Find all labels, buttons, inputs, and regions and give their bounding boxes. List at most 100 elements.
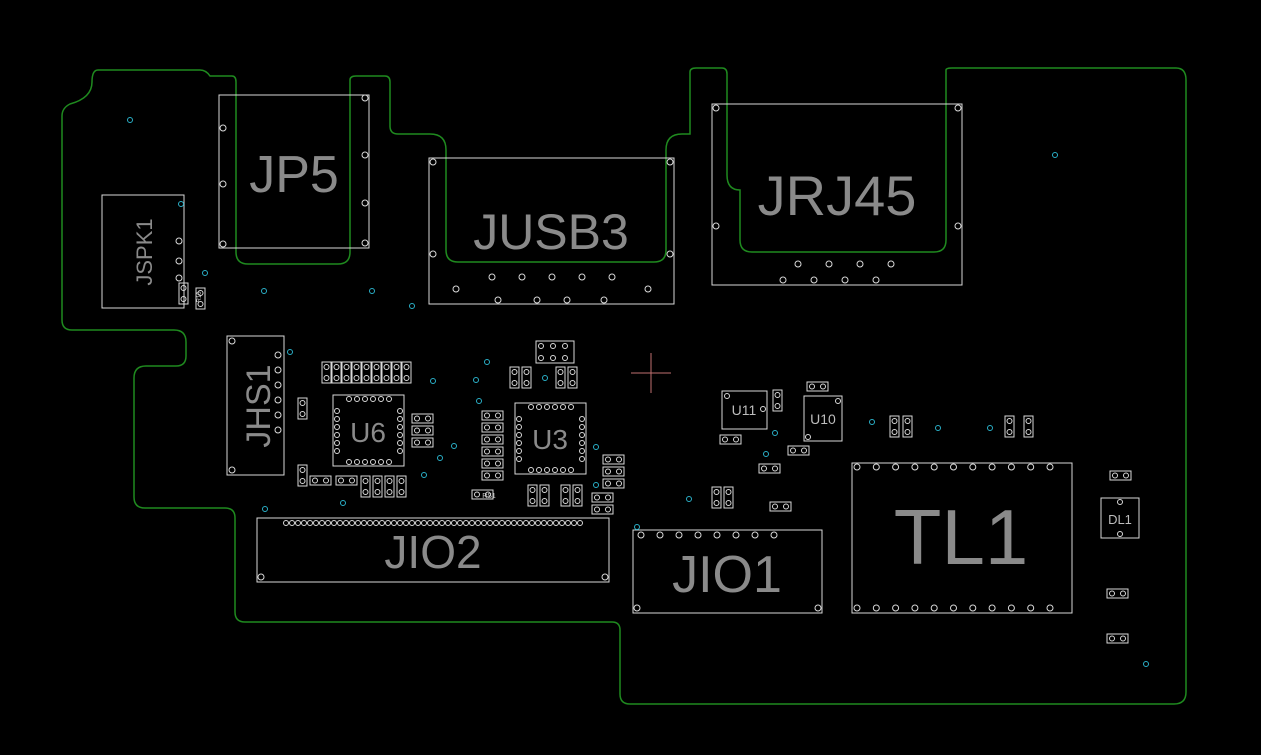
pad <box>334 416 340 422</box>
pad <box>354 396 360 402</box>
resistor-pad <box>1025 429 1032 435</box>
pad <box>307 520 313 526</box>
resistor-pad <box>594 506 600 513</box>
pad <box>403 520 409 526</box>
via <box>484 359 490 365</box>
pad <box>579 440 585 446</box>
resistor-pad <box>541 487 548 493</box>
pad <box>579 416 585 422</box>
resistor-pad <box>569 380 576 386</box>
resistor-pad <box>616 468 622 475</box>
resistor-pad <box>774 403 781 409</box>
pad <box>559 520 565 526</box>
resistor <box>471 489 494 500</box>
resistor-pad <box>425 439 431 446</box>
resistor <box>481 458 504 469</box>
pad <box>487 520 493 526</box>
resistor-pad <box>362 478 369 484</box>
pad <box>911 463 919 471</box>
resistor-pad <box>562 498 569 504</box>
pad <box>493 520 499 526</box>
pad-hole <box>452 285 460 293</box>
resistor-pad <box>343 364 350 370</box>
via <box>202 270 208 276</box>
resistor-pad <box>474 491 480 498</box>
pad <box>675 531 683 539</box>
pad-hole <box>175 257 183 265</box>
pad <box>331 520 337 526</box>
pad <box>516 424 522 430</box>
mounting-holes <box>175 94 1123 612</box>
pad <box>516 456 522 462</box>
via <box>127 117 133 123</box>
pad <box>355 520 361 526</box>
resistor <box>1106 633 1129 644</box>
pad <box>362 459 368 465</box>
resistor-pad <box>511 380 518 386</box>
resistor <box>769 501 792 512</box>
pad <box>397 416 403 422</box>
resistor-pad <box>725 489 732 495</box>
pad <box>562 343 568 349</box>
pad-hole <box>518 273 526 281</box>
pad <box>732 531 740 539</box>
resistor-pad <box>574 498 581 504</box>
pad <box>386 459 392 465</box>
via <box>763 451 769 457</box>
resistor-pad <box>338 477 344 484</box>
resistor-pad <box>605 468 611 475</box>
pad <box>445 520 451 526</box>
pad <box>579 424 585 430</box>
pad <box>568 467 574 473</box>
resistor-pad <box>484 472 490 479</box>
resistor <box>372 475 383 498</box>
resistor-pad <box>557 369 564 375</box>
resistor-pad <box>1120 590 1126 597</box>
pad <box>463 520 469 526</box>
pad <box>469 520 475 526</box>
resistor-pad <box>386 478 393 484</box>
resistor-pad <box>904 418 911 424</box>
resistor <box>567 366 578 389</box>
pad <box>560 404 566 410</box>
resistor-pad <box>820 383 826 390</box>
jhs1-outline <box>226 335 285 476</box>
resistor-pad <box>523 369 530 375</box>
pad <box>313 520 319 526</box>
resistor-pad <box>353 364 360 370</box>
resistor <box>539 484 550 507</box>
resistor-pad <box>605 456 611 463</box>
pad <box>337 520 343 526</box>
jspk1-outline <box>101 194 185 309</box>
resistor-pad <box>605 480 611 487</box>
label-u6: U6 <box>350 417 386 448</box>
pad <box>523 520 529 526</box>
resistor <box>591 492 614 503</box>
pad <box>835 398 841 404</box>
pad <box>451 520 457 526</box>
pad <box>988 604 996 612</box>
pad <box>550 355 556 361</box>
pad-hole <box>825 260 833 268</box>
resistor <box>1023 415 1034 438</box>
jp5-outline <box>218 94 370 249</box>
resistor <box>602 478 625 489</box>
pad <box>325 520 331 526</box>
pad-hole <box>274 426 282 434</box>
resistor <box>381 361 392 384</box>
resistor <box>411 425 434 436</box>
pad <box>397 408 403 414</box>
resistor <box>411 437 434 448</box>
pad-hole <box>563 296 571 304</box>
pad <box>853 463 861 471</box>
resistor-pad <box>398 478 405 484</box>
resistor-pad <box>485 491 491 498</box>
pad <box>1117 499 1123 505</box>
pad-hole <box>494 296 502 304</box>
via <box>987 425 993 431</box>
tl1-outline <box>851 462 1073 614</box>
pad <box>528 467 534 473</box>
resistor-pad <box>605 494 611 501</box>
pad <box>529 520 535 526</box>
